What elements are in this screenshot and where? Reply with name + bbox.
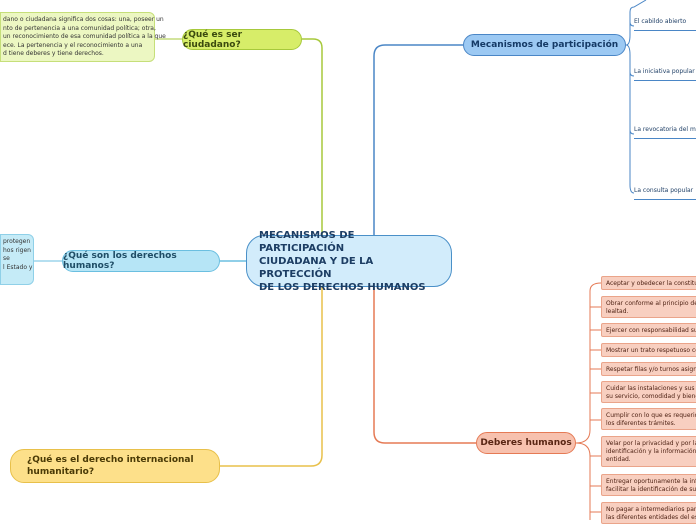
- deber-item[interactable]: Entregar oportunamente la información fa…: [601, 474, 696, 496]
- deber-line: facilitar la identificación de su trámit…: [606, 486, 696, 493]
- mecanismo-item[interactable]: El cabildo abierto: [634, 15, 696, 29]
- branch-que-son-derechos-humanos[interactable]: ¿Qué son los derechos humanos?: [62, 250, 220, 272]
- note-line: protegen: [3, 238, 31, 245]
- note-ciudadano[interactable]: dano o ciudadana significa dos cosas: un…: [0, 12, 166, 62]
- branch-deberes-humanos[interactable]: Deberes humanos: [476, 432, 576, 454]
- deber-line: las diferentes entidades del estado.: [606, 514, 696, 521]
- deber-line: lealtad.: [606, 308, 629, 315]
- mecanismo-underline: [634, 80, 696, 81]
- deber-item[interactable]: Respetar filas y/o turnos asignados: [601, 362, 696, 376]
- mecanismo-underline: [634, 138, 696, 139]
- mecanismo-label: La consulta popular: [634, 187, 694, 194]
- deber-line: entidad.: [606, 456, 631, 463]
- branch-mecanismos-de-participacion[interactable]: Mecanismos de participación: [463, 34, 626, 56]
- note-line: un reconocimiento de esa comunidad polít…: [3, 33, 166, 40]
- note-line: l Estado y: [3, 263, 33, 271]
- deber-item[interactable]: Aceptar y obedecer la constitución: [601, 276, 696, 290]
- deber-line: su servicio, comodidad y bienestar.: [606, 393, 696, 400]
- note-line: dano o ciudadana significa dos cosas: un…: [3, 16, 164, 23]
- mecanismo-label: El cabildo abierto: [634, 18, 687, 25]
- branch-label: Mecanismos de participación: [470, 40, 619, 50]
- central-topic-line: CIUDADANA Y DE LA PROTECCIÓN: [259, 255, 374, 280]
- deber-line: Ejercer con responsabilidad sus derechos: [606, 327, 696, 334]
- mecanismo-item[interactable]: La revocatoria del mandato: [634, 123, 696, 137]
- branch-que-es-ser-ciudadano[interactable]: ¿Qué es ser ciudadano?: [182, 29, 302, 50]
- deber-line: Entregar oportunamente la información: [606, 478, 696, 485]
- central-topic[interactable]: MECANISMOS DE PARTICIPACIÓN CIUDADANA Y …: [246, 230, 452, 293]
- deber-line: Velar por la privacidad y por la segurid…: [606, 440, 696, 447]
- branch-label-line: ¿Qué es el derecho internacional: [27, 455, 194, 465]
- note-derechos-humanos[interactable]: protegen hos rigen se l Estado y: [0, 234, 34, 285]
- mecanismo-underline: [634, 199, 696, 200]
- branch-derecho-internacional-humanitario[interactable]: ¿Qué es el derecho internacional humanit…: [10, 449, 220, 483]
- deber-item[interactable]: Ejercer con responsabilidad sus derechos: [601, 323, 696, 337]
- mecanismo-underline: [634, 30, 696, 31]
- central-topic-line: MECANISMOS DE PARTICIPACIÓN: [259, 229, 355, 254]
- deber-item[interactable]: Obrar conforme al principio de buena fe …: [601, 296, 696, 318]
- deber-item[interactable]: No pagar a intermediarios para las difer…: [601, 502, 696, 524]
- central-topic-line: DE LOS DERECHOS HUMANOS: [259, 281, 426, 293]
- mecanismo-item[interactable]: La consulta popular: [634, 184, 696, 198]
- deber-line: los diferentes trámites.: [606, 420, 676, 427]
- mecanismo-item[interactable]: La iniciativa popular: [634, 65, 696, 79]
- deber-line: Aceptar y obedecer la constitución: [606, 280, 696, 287]
- branch-label: ¿Qué son los derechos humanos?: [63, 251, 177, 271]
- deber-line: identificación y la información confiden…: [606, 448, 696, 455]
- deber-item[interactable]: Velar por la privacidad y por la segurid…: [601, 436, 696, 467]
- note-line: hos rigen: [3, 246, 31, 254]
- deber-line: Respetar filas y/o turnos asignados: [606, 366, 696, 373]
- deber-line: No pagar a intermediarios para: [606, 506, 696, 513]
- note-line: nto de pertenencia a una comunidad polít…: [3, 24, 156, 32]
- deber-item[interactable]: Mostrar un trato respetuoso con los demá…: [601, 343, 696, 357]
- branch-label-line: humanitario?: [27, 467, 95, 477]
- deber-item[interactable]: Cumplir con lo que es requerido para los…: [601, 408, 696, 430]
- deber-line: Cuidar las instalaciones y sus elementos: [606, 385, 696, 392]
- deber-line: Mostrar un trato respetuoso con los demá…: [606, 347, 696, 354]
- mecanismo-label: La revocatoria del mandato: [634, 126, 696, 133]
- note-line: ece. La pertenencia y el reconocimiento …: [3, 41, 143, 49]
- branch-label: ¿Qué es ser ciudadano?: [183, 29, 243, 50]
- deber-line: Cumplir con lo que es requerido para: [606, 412, 696, 419]
- note-line: d tiene deberes y tiene derechos.: [3, 50, 104, 57]
- deber-line: Obrar conforme al principio de buena fe: [606, 300, 696, 307]
- note-line: se: [3, 255, 10, 262]
- mecanismo-label: La iniciativa popular: [634, 68, 695, 75]
- branch-label: Deberes humanos: [480, 438, 572, 448]
- deber-item[interactable]: Cuidar las instalaciones y sus elementos…: [601, 381, 696, 403]
